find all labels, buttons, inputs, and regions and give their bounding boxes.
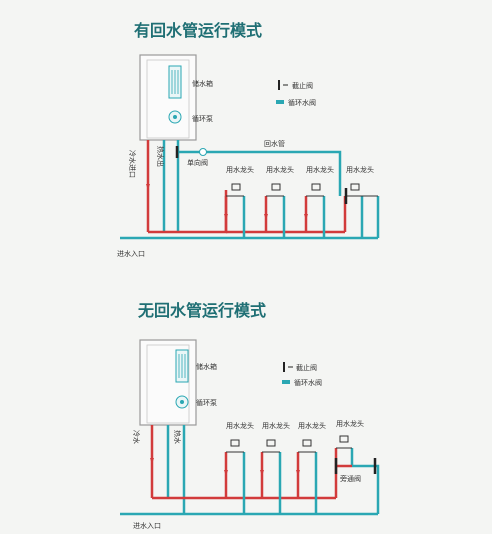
top-heater-inner (146, 59, 190, 139)
bottom-inlet-label: 进水入口 (133, 521, 161, 530)
bottom-fixture-3-label: 用水龙头 (298, 421, 326, 430)
bottom-fixture-3: 用水龙头 (296, 421, 326, 514)
bottom-title: 无回水管运行模式 (137, 301, 266, 320)
bottom-heater-inner (146, 344, 190, 424)
bottom-flow-arrows (150, 458, 300, 476)
top-legend: 截止阀 循环水阀 (276, 80, 316, 107)
top-title: 有回水管运行模式 (134, 21, 262, 40)
bottom-fixture-2: 用水龙头 (260, 421, 290, 514)
bottom-pump-label: 循环泵 (196, 398, 217, 407)
top-check-valve-icon (199, 148, 207, 156)
top-flow-arrows (146, 184, 308, 220)
bottom-cold-inlet-label: 冷水 (132, 430, 141, 444)
top-diagram: 有回水管运行模式 储水箱 循环泵 截止阀 循环水阀 冷水进口 热水出 (117, 21, 380, 258)
top-fixture-3-label: 用水龙头 (306, 165, 334, 174)
bottom-fixture-2-label: 用水龙头 (262, 421, 290, 430)
top-tank-label: 储水箱 (192, 79, 213, 88)
bottom-legend-stop: 截止阀 (296, 363, 317, 372)
faucet-icon (302, 439, 312, 447)
top-pump-label: 循环泵 (192, 114, 213, 123)
top-fixture-4: 用水龙头 (343, 165, 378, 238)
top-valve-label: 单向阀 (187, 158, 208, 167)
bottom-bypass-label: 旁通阀 (340, 474, 361, 483)
top-return-main (178, 150, 342, 196)
bottom-diagram: 无回水管运行模式 储水箱 循环泵 截止阀 循环水阀 冷水 热水 (120, 301, 380, 530)
bottom-legend-return: 循环水阀 (294, 378, 322, 387)
bottom-hot-outlet-label: 热水 (173, 430, 182, 444)
bottom-fixture-1: 用水龙头 (224, 421, 254, 514)
bottom-bypass-pipe (352, 464, 380, 514)
top-hot-main (148, 190, 228, 234)
top-hot-outlet-label: 热水出 (156, 146, 165, 167)
bottom-legend-return-icon (282, 380, 290, 384)
faucet-icon (339, 435, 349, 443)
top-cold-inlet-label: 冷水进口 (128, 150, 137, 178)
top-fixture-2: 用水龙头 (264, 165, 294, 238)
faucet-icon (311, 183, 321, 191)
top-return-label: 回水管 (264, 139, 285, 148)
bottom-water-heater (139, 339, 197, 426)
top-fixture-2-label: 用水龙头 (266, 165, 294, 174)
top-legend-return-icon (276, 100, 284, 104)
top-fixture-4-label: 用水龙头 (346, 165, 374, 174)
bottom-fixture-4: 用水龙头 (334, 419, 364, 498)
faucet-icon (230, 439, 240, 447)
bottom-fixture-1-label: 用水龙头 (226, 421, 254, 430)
faucet-icon (350, 183, 360, 191)
top-fixture-1-label: 用水龙头 (226, 165, 254, 174)
bottom-fixture-4-label: 用水龙头 (336, 419, 364, 428)
top-fixture-1: 用水龙头 (224, 165, 254, 238)
top-water-heater (139, 54, 197, 141)
top-heater-body (139, 54, 197, 141)
top-inlet-label: 进水入口 (117, 249, 145, 258)
bottom-legend: 截止阀 循环水阀 (282, 362, 322, 387)
top-fixture-3: 用水龙头 (304, 165, 334, 238)
bottom-tank-label: 储水箱 (196, 362, 217, 371)
faucet-icon (266, 439, 276, 447)
faucet-icon (271, 183, 281, 191)
top-legend-stop: 截止阀 (292, 81, 313, 90)
faucet-icon (231, 183, 241, 191)
top-legend-return: 循环水阀 (288, 98, 316, 107)
